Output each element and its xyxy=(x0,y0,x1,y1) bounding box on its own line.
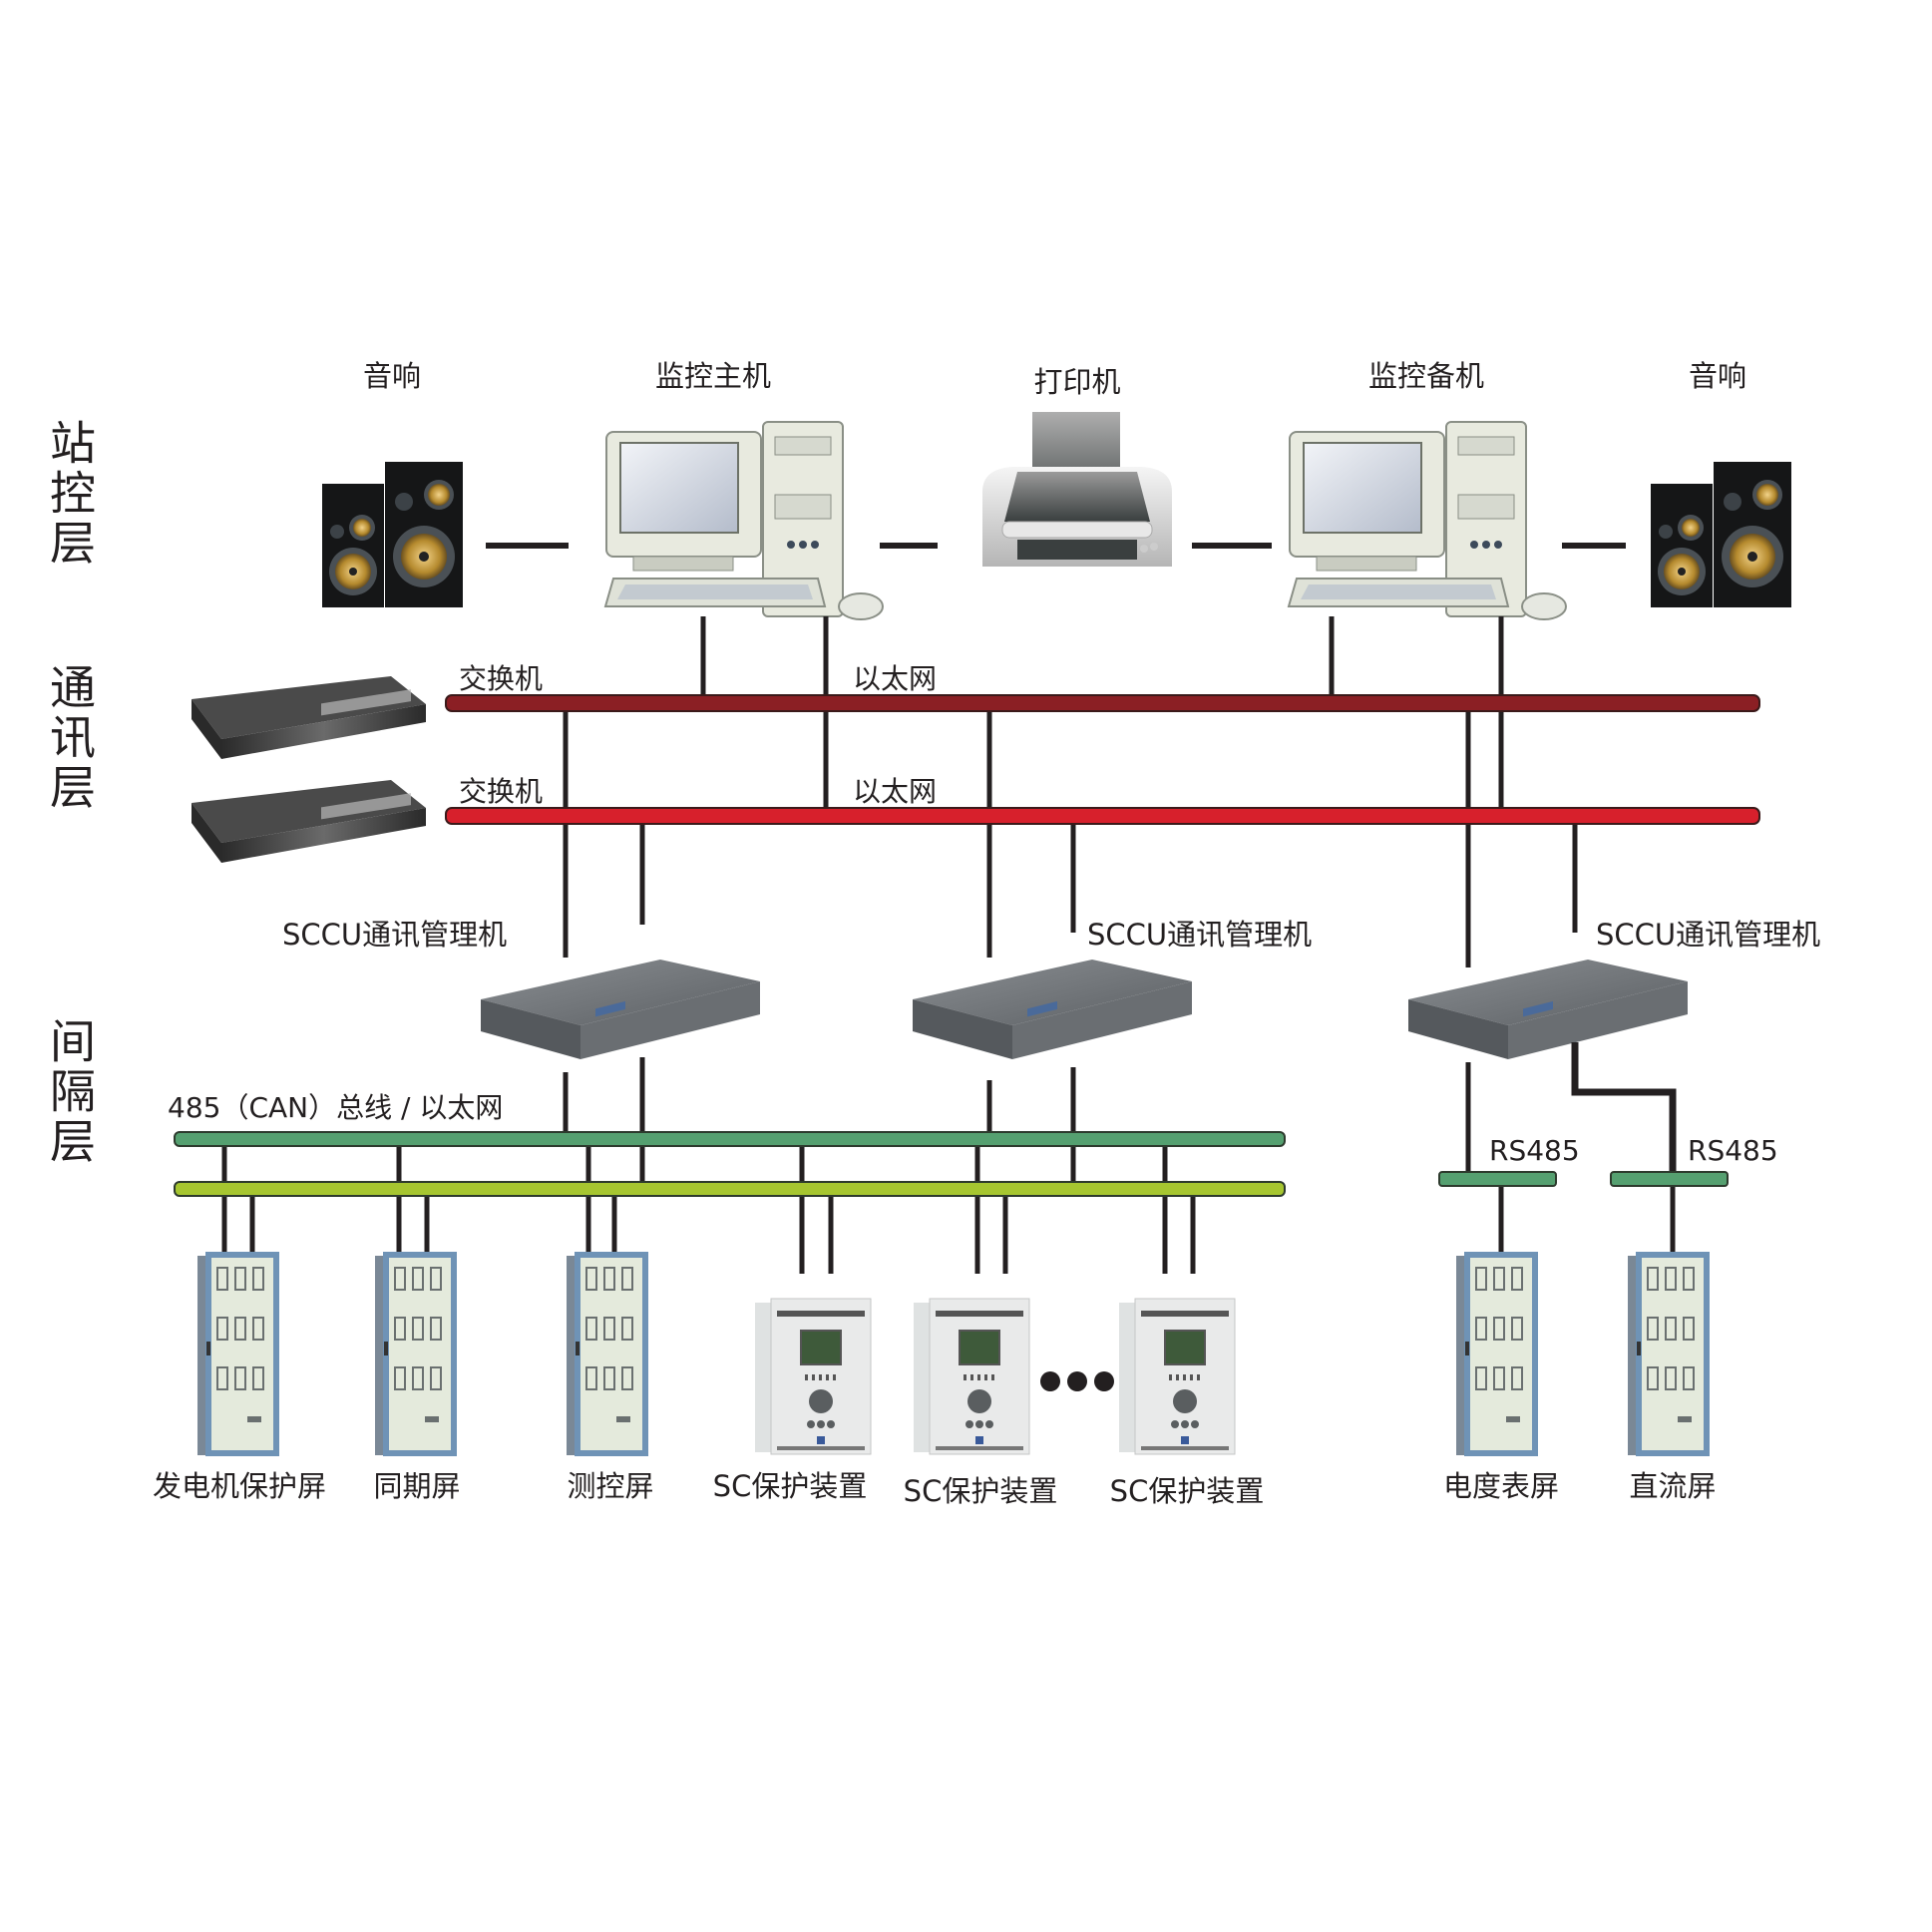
bay-device-labels: 发电机保护屏 同期屏 测控屏 SC保护装置 SC保护装置 SC保护装置 电度表屏… xyxy=(153,1469,1717,1508)
cabinet-icon xyxy=(1628,1252,1710,1456)
label-switch-2: 交换机 xyxy=(459,775,543,808)
protection-relay-icon xyxy=(1119,1298,1236,1455)
protection-relay-icon xyxy=(755,1298,872,1455)
relays xyxy=(755,1298,1236,1455)
label-ethernet-2: 以太网 xyxy=(853,775,937,808)
label-field-bus: 485（CAN）总线 / 以太网 xyxy=(168,1091,503,1124)
label-speaker-left: 音响 xyxy=(363,359,421,393)
label-rs485-1: RS485 xyxy=(1489,1134,1580,1167)
ethernet-bus-1 xyxy=(445,694,1760,712)
label-printer: 打印机 xyxy=(1033,365,1120,399)
speaker-icon xyxy=(322,462,463,607)
ethernet-bus-2 xyxy=(445,807,1760,825)
station-labels: 音响 监控主机 打印机 监控备机 音响 xyxy=(363,359,1746,399)
label-speaker-right: 音响 xyxy=(1689,359,1746,393)
label-sccu-3: SCCU通讯管理机 xyxy=(1596,918,1820,952)
device-label: 电度表屏 xyxy=(1443,1469,1559,1503)
cabinet-icon xyxy=(1456,1252,1538,1456)
computer-icon xyxy=(1287,421,1567,620)
label-ethernet-1: 以太网 xyxy=(853,662,937,695)
switch-icon xyxy=(192,780,426,863)
layer-labels: 站控层 通讯层 间隔层 xyxy=(43,419,97,1167)
rs485-bus-2 xyxy=(1610,1171,1729,1187)
device-label: SC保护装置 xyxy=(1110,1474,1265,1508)
field-bus-2 xyxy=(174,1181,1286,1197)
sccu-device-icon xyxy=(1408,960,1688,1059)
cabinets xyxy=(197,1252,1710,1456)
label-host-backup: 监控备机 xyxy=(1368,359,1484,393)
device-label: 发电机保护屏 xyxy=(153,1469,326,1503)
sccu-device-icon xyxy=(913,960,1192,1059)
label-host-main: 监控主机 xyxy=(655,359,771,393)
layer-label-comm: 通讯层 xyxy=(43,663,97,813)
layer-label-bay: 间隔层 xyxy=(43,1017,97,1167)
label-switch-1: 交换机 xyxy=(459,662,543,695)
device-label: SC保护装置 xyxy=(904,1474,1058,1508)
speaker-icon xyxy=(1651,462,1791,607)
printer-icon xyxy=(982,412,1172,567)
layer-label-station: 站控层 xyxy=(43,419,97,569)
device-label: 测控屏 xyxy=(567,1469,653,1503)
label-sccu-1: SCCU通讯管理机 xyxy=(282,918,507,952)
comm-links xyxy=(563,616,1578,967)
label-sccu-2: SCCU通讯管理机 xyxy=(1087,918,1312,952)
device-label: SC保护装置 xyxy=(713,1469,868,1503)
cabinet-icon xyxy=(567,1252,648,1456)
device-label: 同期屏 xyxy=(373,1469,460,1503)
switch-icon xyxy=(192,676,426,759)
device-label: 直流屏 xyxy=(1629,1469,1716,1503)
rs485-bus-1 xyxy=(1438,1171,1557,1187)
ellipsis-dots xyxy=(1040,1371,1114,1391)
protection-relay-icon xyxy=(914,1298,1030,1455)
label-rs485-2: RS485 xyxy=(1688,1134,1778,1167)
bay-links xyxy=(221,1042,1677,1274)
sccu-device-icon xyxy=(481,960,760,1059)
field-bus-1 xyxy=(174,1131,1286,1147)
cabinet-icon xyxy=(197,1252,279,1456)
cabinet-icon xyxy=(375,1252,457,1456)
computer-icon xyxy=(603,421,884,620)
